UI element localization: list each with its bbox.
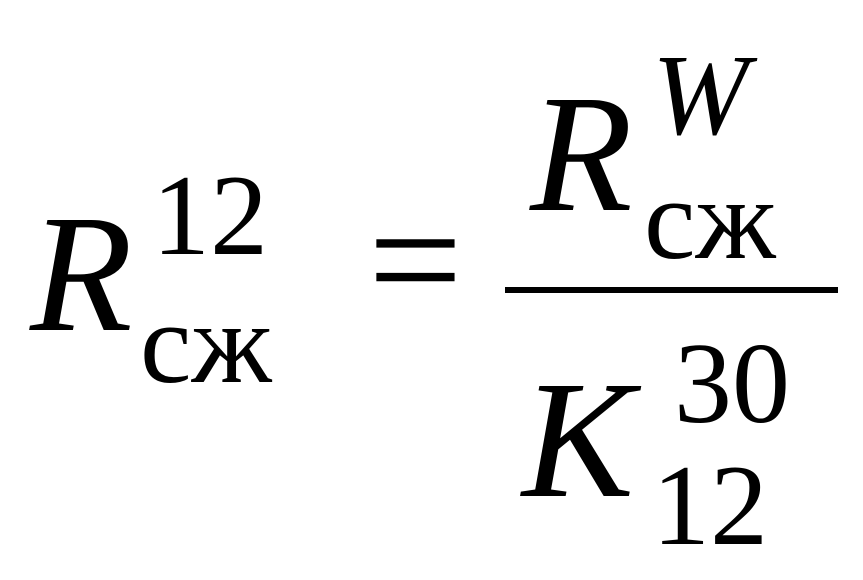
lhs-base: R (30, 181, 133, 367)
lhs-subscript: сж (140, 280, 272, 408)
denominator-superscript: 30 (674, 320, 790, 448)
fraction-bar (505, 287, 838, 293)
numerator-subscript: сж (644, 156, 776, 284)
numerator-superscript: W (652, 32, 749, 160)
lhs-superscript: 12 (152, 152, 268, 280)
denominator-base: K (522, 347, 635, 533)
denominator-subscript: 12 (652, 442, 768, 570)
equals-sign: = (368, 167, 463, 353)
numerator-base: R (530, 61, 633, 247)
